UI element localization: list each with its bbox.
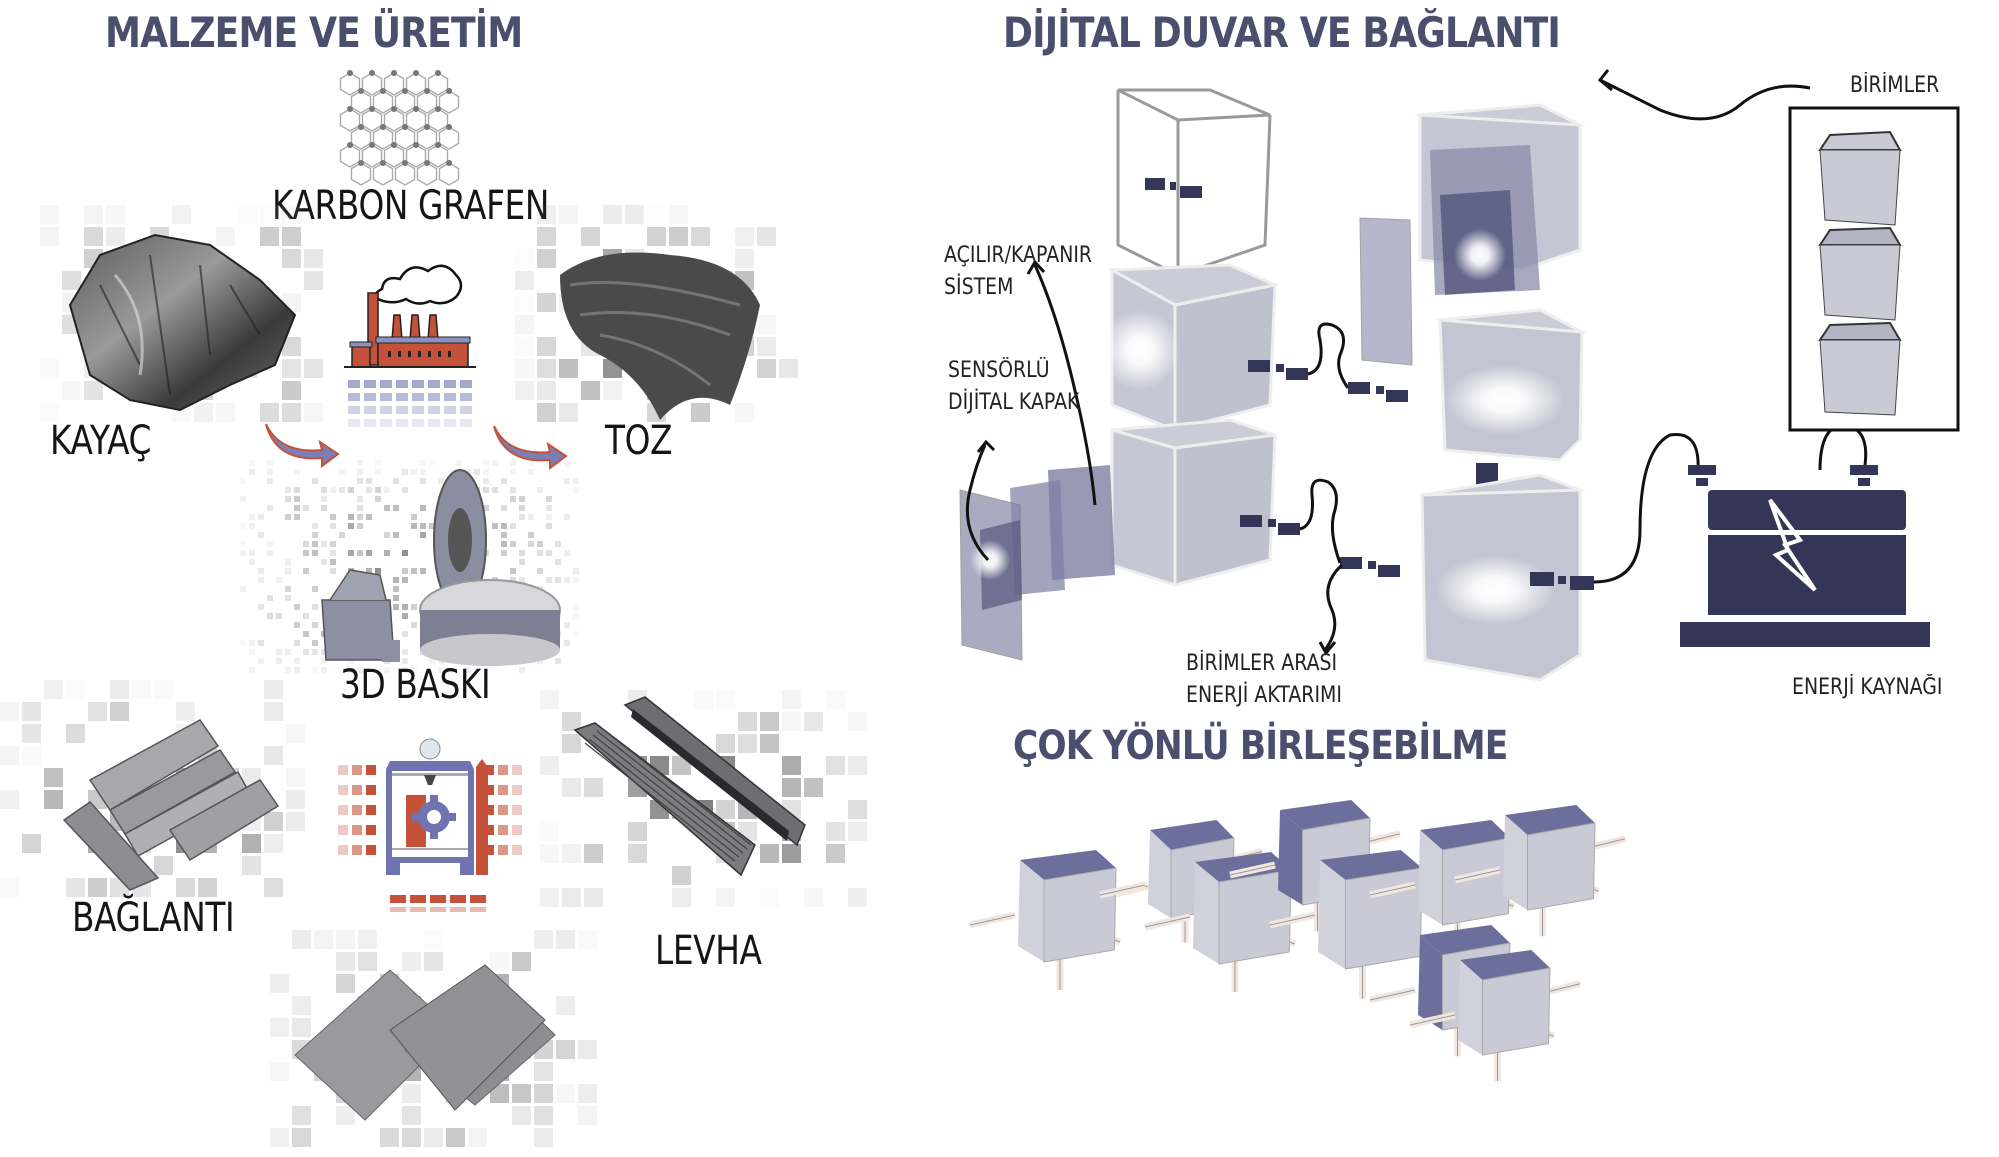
multi-direction-title: ÇOK YÖNLÜ BİRLEŞEBİLME [1013,723,1508,769]
label-birimler: BİRİMLER [1850,73,1940,98]
direction-arrow-outline [1549,983,1581,992]
cube-side [1193,862,1219,964]
digital-wall-title: DİJİTAL DUVAR VE BAĞLANTI [1003,8,1561,57]
label-levha: LEVHA [655,928,762,974]
direction-arrow-outline [1144,916,1191,928]
cube-top [1150,820,1234,850]
rods-image [62,719,280,891]
factory-icon [344,264,476,368]
cube-top [1420,925,1510,955]
cube-side [1503,815,1528,910]
glowing-cube-icon [1100,263,1280,433]
cube-side [1278,810,1303,905]
cube-side [1148,830,1171,918]
label-line: DİJİTAL KAPAK [948,390,1080,415]
direction-arrow-outline [1369,884,1416,896]
graphene-lattice-icon [339,70,460,186]
label-enerji-kaynagi: ENERJİ KAYNAĞI [1792,675,1943,700]
direction-arrow-outline [1369,989,1416,1001]
cube-face [1043,867,1117,963]
curved-arrow-icon [493,425,568,470]
cube-side [1418,830,1443,925]
curved-arrow-icon [265,423,340,468]
label-line: SENSÖRLÜ [948,358,1050,383]
cube-top [1195,852,1291,882]
direction-arrow-outline [1454,869,1501,881]
label-line: AÇILIR/KAPANIR [944,243,1093,268]
assembly-configurations [969,800,1626,1082]
direction-arrow-outline [1269,914,1316,926]
glowing-cube-icon [1434,308,1588,462]
cube-top [1320,850,1422,880]
powder-image [560,252,760,420]
filament-spool-image [321,469,561,666]
cube-side [1418,935,1443,1030]
3d-printer-icon [338,738,522,912]
direction-arrow-outline [1369,833,1401,842]
glowing-cube-icon [1359,103,1586,366]
label-acilir-kapanir: AÇILIR/KAPANIR SİSTEM [944,240,1092,304]
glowing-cube-icon [959,418,1277,661]
cube-face [1218,869,1292,965]
direction-arrow-outline [969,914,1016,926]
direction-arrow-outline [1409,1014,1456,1026]
wireframe-cube-icon [1116,88,1272,278]
label-baglanti: BAĞLANTI [72,895,235,941]
connector-plug-icon [1145,178,1594,590]
cube-top [1280,800,1370,830]
lightning-icon [1768,498,1817,592]
label-kayac: KAYAÇ [50,418,152,464]
rock-image [68,233,297,412]
label-karbon-grafen: KARBON GRAFEN [272,183,549,229]
cube-top [1420,820,1510,850]
cube-side [1458,960,1483,1055]
glowing-cube-icon [1420,473,1586,682]
stacked-units-icon [1788,106,1960,432]
direction-arrow-outline [1099,884,1146,896]
cube-top [1020,850,1116,880]
cube-side [1018,860,1044,962]
direction-arrow-outline [1594,838,1626,847]
battery-icon [1680,465,1930,647]
factory-pixel-base [348,380,478,440]
sheet-plates-image [294,964,556,1121]
grille-panel-image [573,696,806,877]
cube-side [1318,860,1346,969]
cube-face [1527,822,1596,911]
label-toz: TOZ [605,418,673,464]
materials-title: MALZEME VE ÜRETİM [105,8,523,57]
cube-top [1460,950,1550,980]
label-3d-baski: 3D BASKI [340,662,491,708]
label-line: SİSTEM [944,275,1014,300]
label-sensorlu-kapak: SENSÖRLÜ DİJİTAL KAPAK [948,355,1079,419]
cube-face [1442,837,1511,926]
label-line: ENERJİ AKTARIMI [1186,683,1342,708]
label-line: BİRİMLER ARASI [1186,651,1338,676]
cube-top [1505,805,1595,835]
digital-wall-diagram [959,69,1960,682]
direction-arrow-outline [1229,864,1276,876]
label-birimler-arasi: BİRİMLER ARASI ENERJİ AKTARIMI [1186,648,1342,712]
cube-face [1482,967,1551,1056]
